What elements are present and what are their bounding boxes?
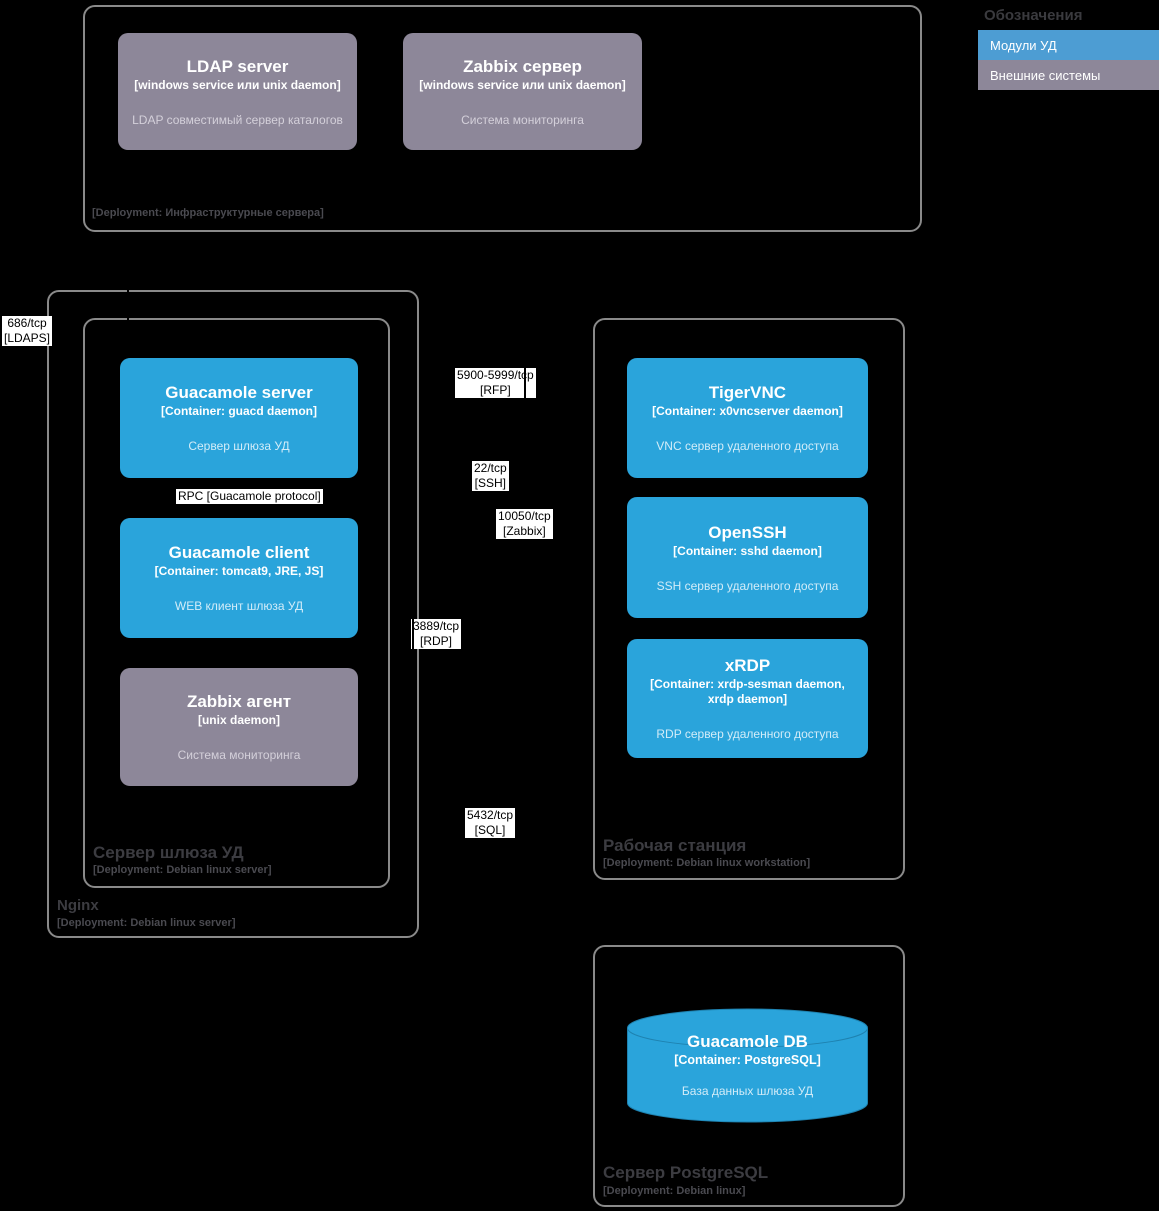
boundary-gateway-name: Сервер шлюза УД <box>93 843 244 862</box>
boundary-gateway-server <box>83 318 390 888</box>
protocol-label: [RFP] <box>480 383 511 397</box>
node-ldap-server: LDAP server [windows service или unix da… <box>118 33 357 150</box>
node-desc: RDP сервер удаленного доступа <box>656 727 839 741</box>
boundary-workstation <box>593 318 905 880</box>
connection-label-sql: 5432/tcp [SQL] <box>465 808 516 838</box>
connection-label-rpc: RPC [Guacamole protocol] <box>176 489 323 504</box>
node-tech: [windows service или unix daemon] <box>419 77 626 92</box>
node-desc: VNC сервер удаленного доступа <box>656 439 839 453</box>
node-title: Zabbix сервер <box>463 56 582 76</box>
boundary-gateway-deployment: [Deployment: Debian linux server] <box>93 864 272 876</box>
protocol-label: [RDP] <box>420 634 453 648</box>
node-desc: LDAP совместимый сервер каталогов <box>132 112 343 127</box>
node-tech: [unix daemon] <box>197 713 280 727</box>
boundary-postgres-deployment: [Deployment: Debian linux] <box>603 1185 746 1197</box>
node-title: LDAP server <box>186 56 289 76</box>
node-tech: [Container: guacd daemon] <box>160 404 317 418</box>
connection-label-ldaps: 686/tcp [LDAPS] <box>2 316 53 346</box>
node-text: Guacamole DB [Container: PostgreSQL] Баз… <box>627 1032 868 1098</box>
connection-label-rdp: 3889/tcp [RDP] <box>411 619 462 649</box>
legend-item-external-systems: Внешние системы <box>978 60 1159 90</box>
node-tech: [Container: PostgreSQL] <box>674 1053 821 1067</box>
node-desc: WEB клиент шлюза УД <box>174 599 304 613</box>
node-guacamole-client: Guacamole client [Container: tomcat9, JR… <box>120 518 358 638</box>
connection-label-zabbix: 10050/tcp [Zabbix] <box>496 509 553 539</box>
node-title: Guacamole DB <box>687 1032 808 1051</box>
boundary-workstation-deployment: [Deployment: Debian linux workstation] <box>603 857 811 869</box>
legend-item-label: Модули УД <box>990 37 1057 53</box>
port-label: 686/tcp <box>7 316 47 330</box>
boundary-workstation-name: Рабочая станция <box>603 836 747 855</box>
node-zabbix-agent: Zabbix агент [unix daemon] Система монит… <box>120 668 358 786</box>
protocol-label: [SQL] <box>474 823 506 837</box>
boundary-nginx-deployment: [Deployment: Debian linux server] <box>57 917 236 929</box>
protocol-label: [SSH] <box>474 476 507 490</box>
node-guacamole-db: Guacamole DB [Container: PostgreSQL] Баз… <box>627 1008 868 1124</box>
boundary-nginx <box>47 290 419 938</box>
boundary-postgres-name: Сервер PostgreSQL <box>603 1163 769 1182</box>
node-tigervnc: TigerVNC [Container: x0vncserver daemon]… <box>627 358 868 478</box>
node-title: Guacamole client <box>168 543 310 562</box>
node-openssh: OpenSSH [Container: sshd daemon] SSH сер… <box>627 497 868 618</box>
connection-label-rfp: 5900-5999/tcp [RFP] <box>455 368 536 398</box>
boundary-nginx-name: Nginx <box>57 897 99 914</box>
node-desc: Система мониторинга <box>177 748 301 762</box>
connection-line-ldaps <box>127 232 129 358</box>
node-title: OpenSSH <box>708 522 787 542</box>
port-label: 5900-5999/tcp <box>457 368 534 382</box>
node-tech: [windows service или unix daemon] <box>134 77 341 92</box>
node-tech: [Container: tomcat9, JRE, JS] <box>154 564 324 578</box>
node-xrdp: xRDP [Container: xrdp-sesman daemon, xrd… <box>627 639 868 758</box>
port-label: 3889/tcp <box>413 619 460 633</box>
node-desc: База данных шлюза УД <box>681 1084 814 1098</box>
connection-label-ssh: 22/tcp [SSH] <box>472 461 509 491</box>
node-title: TigerVNC <box>708 383 787 402</box>
node-tech: [Container: xrdp-sesman daemon, xrdp dae… <box>650 677 845 706</box>
protocol-label: [Zabbix] <box>503 524 546 538</box>
legend-item-modules: Модули УД <box>978 30 1159 60</box>
node-guacamole-server: Guacamole server [Container: guacd daemo… <box>120 358 358 478</box>
node-title: Guacamole server <box>165 383 313 402</box>
legend-item-label: Внешние системы <box>990 67 1101 83</box>
port-label: 10050/tcp <box>498 509 551 523</box>
node-title: Zabbix агент <box>186 692 292 711</box>
node-tech: [Container: sshd daemon] <box>673 543 822 558</box>
node-zabbix-server: Zabbix сервер [windows service или unix … <box>403 33 642 150</box>
node-desc: SSH сервер удаленного доступа <box>656 578 839 593</box>
database-cylinder-shape <box>627 1008 868 1123</box>
connection-line-rdp <box>412 590 414 760</box>
node-desc: Сервер шлюза УД <box>188 439 290 453</box>
port-label: 5432/tcp <box>467 808 514 822</box>
protocol-label: RPC [Guacamole protocol] <box>178 489 321 503</box>
node-title: xRDP <box>724 656 771 675</box>
protocol-label: [LDAPS] <box>4 331 51 345</box>
connection-line-rfp <box>524 340 526 478</box>
legend-title: Обозначения <box>984 7 1083 24</box>
node-desc: Система мониторинга <box>461 112 584 127</box>
boundary-infrastructure-deployment: [Deployment: Инфраструктурные сервера] <box>92 207 324 219</box>
boundary-infrastructure <box>83 5 922 232</box>
boundary-postgres <box>593 945 905 1207</box>
node-tech: [Container: x0vncserver daemon] <box>652 404 843 418</box>
port-label: 22/tcp <box>474 461 507 475</box>
